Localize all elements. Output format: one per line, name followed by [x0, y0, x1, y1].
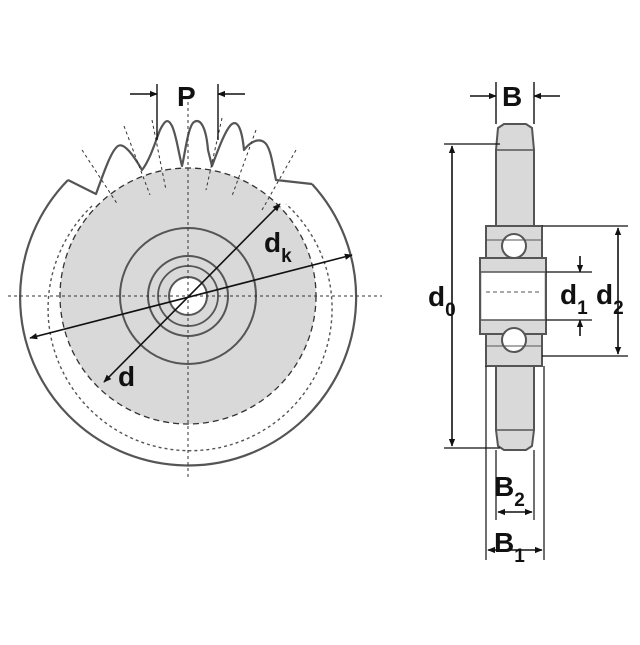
bore-diameter-label: d1: [560, 279, 588, 319]
hub-width-label: B2: [494, 471, 525, 511]
pitch-diameter-label: d: [118, 361, 135, 392]
side-top-tooth: [495, 123, 535, 227]
side-bottom-tooth: [495, 365, 535, 451]
width-label: B: [502, 81, 522, 112]
bearing-diameter-label: d2: [596, 279, 624, 319]
bearing-ball-top: [501, 233, 527, 259]
side-view: B d0 d1 d2 B2 B: [428, 81, 628, 567]
pitch-label: P: [177, 81, 196, 112]
outer-diameter-label: d0: [428, 281, 456, 321]
pitch-diameter-dimension-line: [103, 203, 281, 383]
bearing-ball-bottom: [501, 327, 527, 353]
total-width-label: B1: [494, 527, 525, 567]
sprocket-teeth-profile: [67, 119, 313, 196]
side-bore: [482, 272, 544, 320]
front-view: P dk d: [8, 81, 382, 478]
